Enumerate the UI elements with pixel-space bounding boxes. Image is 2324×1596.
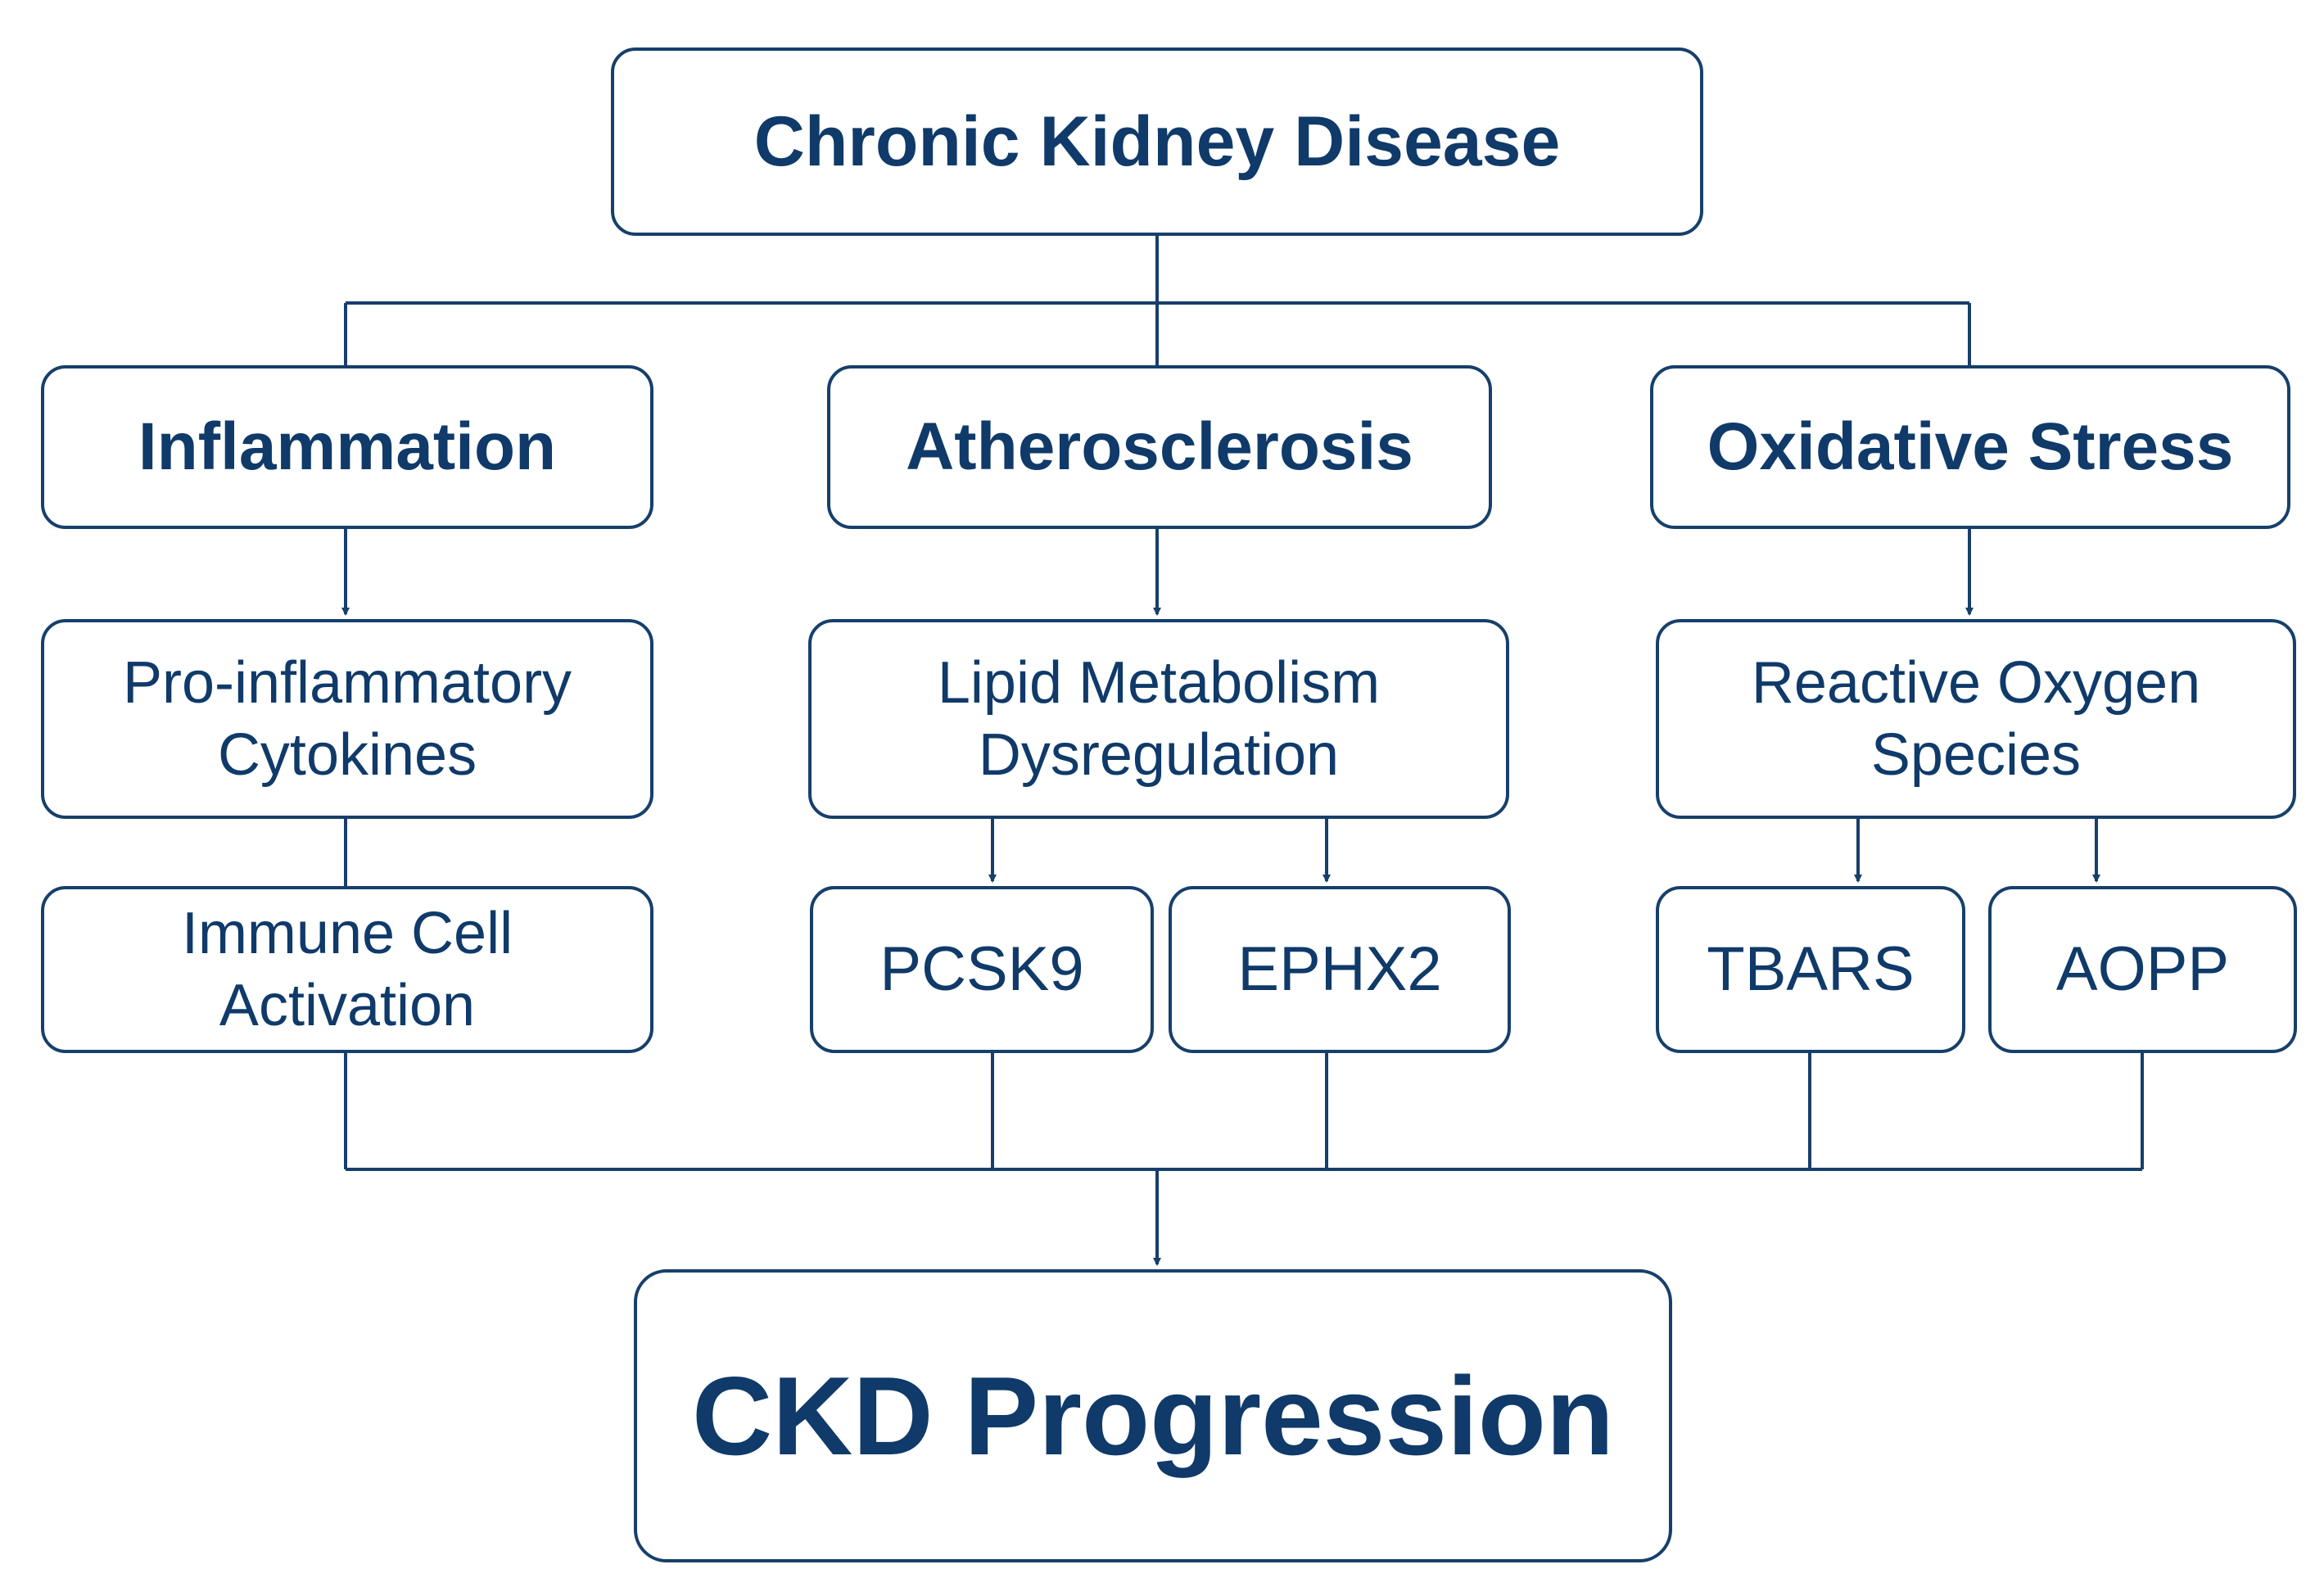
leaf-label-immune: Immune Cell Activation xyxy=(181,901,513,1038)
mechanism-node-pro-inflammatory-cytokines: Pro-inflammatory Cytokines xyxy=(41,619,653,819)
outcome-node-ckd-progression: CKD Progression xyxy=(634,1269,1672,1562)
category-node-oxidative-stress: Oxidative Stress xyxy=(1650,365,2290,529)
leaf-label-tbars: TBARS xyxy=(1707,934,1915,1004)
category-label-inflammation: Inflammation xyxy=(138,409,557,484)
mechanism-node-lipid-metabolism: Lipid Metabolism Dysregulation xyxy=(808,619,1509,819)
mechanism-label-lipid: Lipid Metabolism Dysregulation xyxy=(937,650,1381,788)
category-label-atherosclerosis: Atherosclerosis xyxy=(906,409,1413,484)
leaf-node-immune-cell-activation: Immune Cell Activation xyxy=(41,886,653,1053)
category-node-inflammation: Inflammation xyxy=(41,365,653,529)
category-label-oxidative-stress: Oxidative Stress xyxy=(1707,409,2234,484)
leaf-node-tbars: TBARS xyxy=(1656,886,1965,1053)
root-label: Chronic Kidney Disease xyxy=(753,102,1561,181)
outcome-label: CKD Progression xyxy=(692,1354,1614,1478)
mechanism-label-ros: Reactive Oxygen Species xyxy=(1751,650,2201,788)
leaf-node-pcsk9: PCSK9 xyxy=(810,886,1154,1053)
leaf-node-aopp: AOPP xyxy=(1988,886,2297,1053)
leaf-node-ephx2: EPHX2 xyxy=(1169,886,1511,1053)
mechanism-node-reactive-oxygen-species: Reactive Oxygen Species xyxy=(1656,619,2296,819)
category-node-atherosclerosis: Atherosclerosis xyxy=(827,365,1492,529)
mechanism-label-cytokines: Pro-inflammatory Cytokines xyxy=(122,650,572,788)
leaf-label-pcsk9: PCSK9 xyxy=(879,934,1084,1004)
root-node-chronic-kidney-disease: Chronic Kidney Disease xyxy=(611,47,1703,236)
leaf-label-aopp: AOPP xyxy=(2055,934,2230,1004)
leaf-label-ephx2: EPHX2 xyxy=(1237,934,1442,1004)
